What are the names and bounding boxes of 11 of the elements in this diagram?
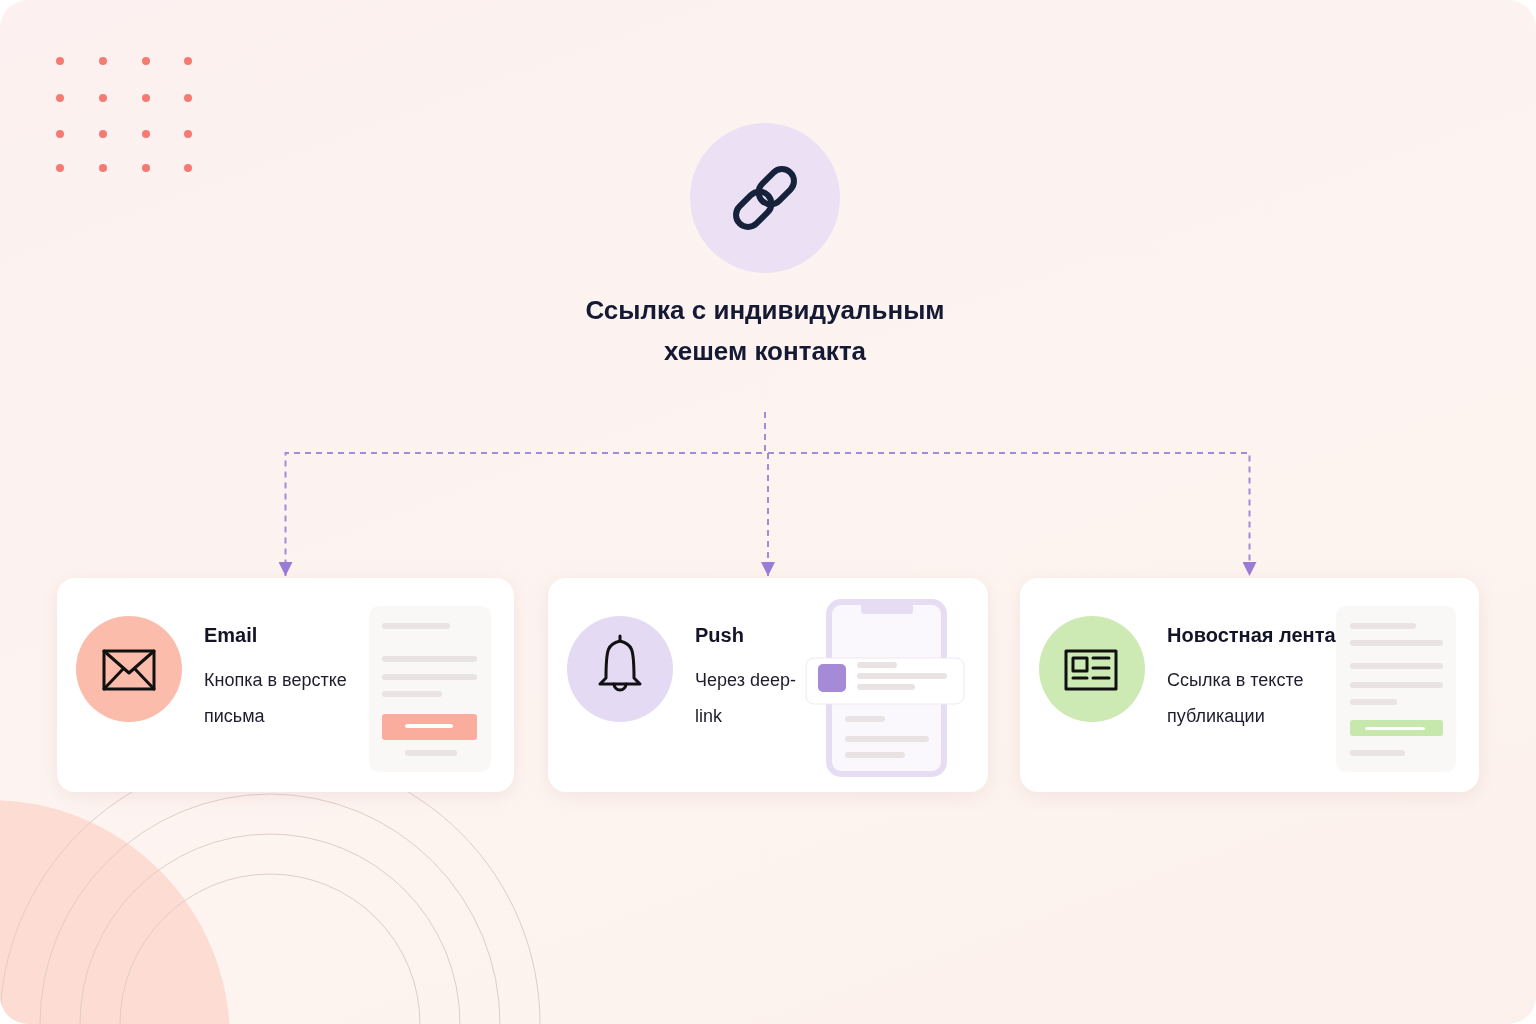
channel-card [1020,578,1479,792]
channel-description: Через deep-link [695,669,797,728]
channel-card [548,578,988,792]
heading: Ссылка с индивидуальным хешем контакта [584,294,946,368]
channel-title: Email [204,624,258,647]
channel-description: Ссылка в тексте публикации [1167,669,1305,728]
channel-title: Push [695,624,744,647]
channel-card [57,578,514,792]
channel-title: Новостная лента [1167,624,1336,647]
dashed-arrow [764,411,1257,577]
channel-description: Кнопка в верстке письма [204,669,348,728]
